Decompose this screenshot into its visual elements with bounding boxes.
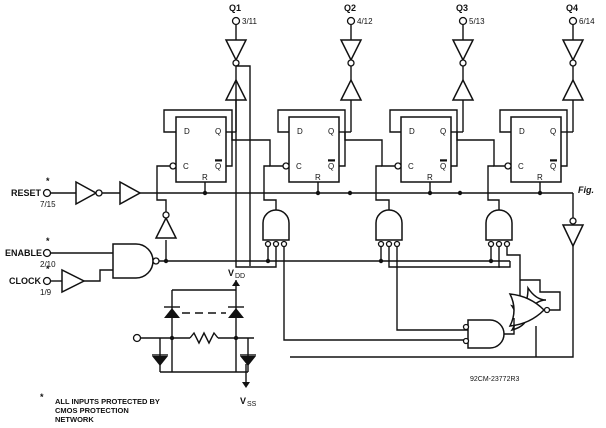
flipflop-3-r-label: R: [427, 173, 433, 182]
flipflop-1-d-label: D: [184, 127, 190, 136]
vss-subscript: SS: [247, 401, 257, 408]
nand-gate-3: [375, 209, 403, 248]
feedback-buffer: [561, 224, 585, 248]
reset-pins: 7/15: [40, 200, 56, 209]
flipflop-3: D Q C R Q: [394, 116, 452, 183]
flipflop-4-r-label: R: [537, 173, 543, 182]
reset-buffer: [119, 180, 142, 206]
flipflop-4-qbar-label: Q: [550, 162, 556, 171]
diode-upper-left: [164, 308, 180, 318]
diode-upper-right: [228, 308, 244, 318]
output-q4: Q4 6/14: [561, 3, 595, 132]
reset-terminal: [42, 188, 52, 198]
output-q3-buffer-upper: [451, 39, 475, 62]
flipflop-3-d-label: D: [409, 127, 415, 136]
output-q3-buffer-lower: [451, 78, 475, 101]
series-resistor: [189, 331, 219, 345]
enable-clock-nand: [112, 243, 154, 279]
vss-label: V: [240, 396, 246, 406]
figure-label: Fig.: [578, 185, 594, 195]
output-q3-pins: 5/13: [469, 17, 485, 26]
diode-lower-left: [152, 356, 168, 366]
output-q2-pins: 4/12: [357, 17, 373, 26]
output-q4-terminal: [568, 16, 578, 26]
flipflop-2-q-label: Q: [328, 127, 334, 136]
output-q1-terminal: [231, 16, 241, 26]
reset-asterisk: *: [46, 176, 50, 186]
output-q3: Q3 5/13: [451, 3, 485, 132]
clock-asterisk: *: [46, 264, 50, 274]
final-or-body: [508, 293, 546, 327]
flipflop-2: D Q C R Q: [282, 116, 340, 183]
flipflop-1-r-label: R: [202, 173, 208, 182]
clock-inverter: [154, 216, 178, 239]
protection-network: V DD V SS: [132, 268, 257, 408]
flipflop-1-q-label: Q: [215, 127, 221, 136]
nand-gate-2: [262, 209, 290, 248]
output-q2: Q2 4/12: [339, 3, 373, 132]
clock-label: CLOCK: [9, 276, 41, 286]
flipflop-4-q-label: Q: [550, 127, 556, 136]
clock-buffer: [61, 268, 86, 294]
enable-pins: 2/10: [40, 260, 56, 269]
diode-lower-right: [240, 356, 256, 366]
output-q3-name: Q3: [456, 3, 468, 13]
flipflop-3-qbar-label: Q: [440, 162, 446, 171]
clock-terminal: [42, 276, 52, 286]
output-q1-name: Q1: [229, 3, 241, 13]
final-nand: [467, 319, 505, 349]
note-line-1: ALL INPUTS PROTECTED BY: [55, 397, 160, 406]
output-q1-pins: 3/11: [242, 17, 258, 26]
flipflop-3-c-label: C: [408, 162, 414, 171]
flipflop-4: D Q C R Q: [504, 116, 562, 183]
clock-pins: 1/9: [40, 288, 52, 297]
enable-asterisk: *: [46, 236, 50, 246]
protection-note: * ALL INPUTS PROTECTED BY CMOS PROTECTIO…: [40, 392, 160, 424]
output-q3-terminal: [458, 16, 468, 26]
enable-input: * ENABLE 2/10: [5, 236, 113, 269]
reset-label: RESET: [11, 188, 42, 198]
enable-label: ENABLE: [5, 248, 42, 258]
vdd-label: V: [228, 268, 234, 278]
output-q2-buffer-lower: [339, 78, 363, 101]
output-q2-terminal: [346, 16, 356, 26]
output-q4-pins: 6/14: [579, 17, 595, 26]
flipflop-4-c-label: C: [518, 162, 524, 171]
flipflop-3-q-label: Q: [440, 127, 446, 136]
output-q4-buffer-lower: [561, 78, 585, 101]
flipflop-1: D Q C R Q: [169, 116, 227, 183]
output-q1-buffer-upper: [224, 39, 248, 62]
note-line-2: CMOS PROTECTION: [55, 406, 129, 415]
output-q2-name: Q2: [344, 3, 356, 13]
enable-terminal: [42, 248, 52, 258]
output-q4-buffer-upper: [561, 39, 585, 62]
clock-input: * CLOCK 1/9: [9, 264, 113, 297]
drawing-number: 92CM-23772R3: [470, 376, 520, 383]
vdd-subscript: DD: [235, 273, 245, 280]
flipflop-1-c-label: C: [183, 162, 189, 171]
flipflop-2-c-label: C: [296, 162, 302, 171]
output-q2-buffer-upper: [339, 39, 363, 62]
flipflop-2-qbar-label: Q: [328, 162, 334, 171]
protected-input-terminal: [132, 333, 142, 343]
note-line-3: NETWORK: [55, 415, 94, 424]
reset-input: * RESET 7/15: [11, 176, 142, 209]
output-q4-name: Q4: [566, 3, 578, 13]
flipflop-4-d-label: D: [519, 127, 525, 136]
flipflop-2-r-label: R: [315, 173, 321, 182]
note-asterisk: *: [40, 392, 44, 402]
nand-gate-4: [485, 209, 513, 248]
flipflop-1-qbar-label: Q: [215, 162, 221, 171]
flipflop-2-d-label: D: [297, 127, 303, 136]
reset-inverter: [75, 180, 98, 206]
output-q1: Q1 3/11: [224, 3, 258, 132]
